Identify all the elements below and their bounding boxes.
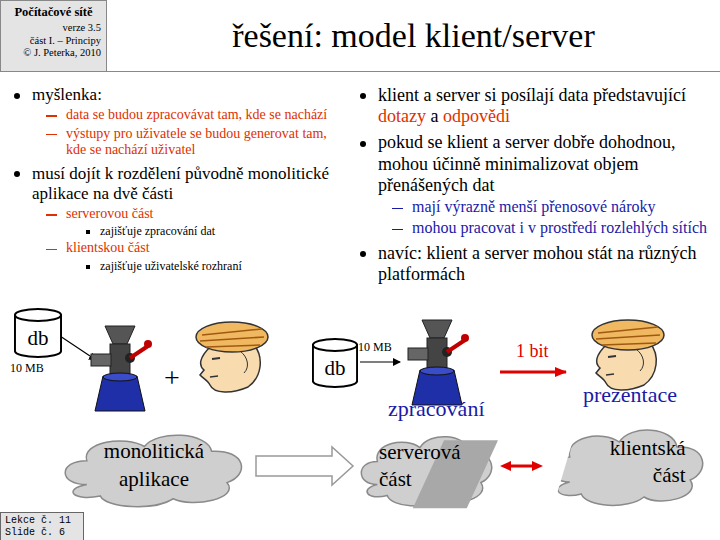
bullet-item: data se budou zpracovávat tam, kde se na…: [8, 107, 350, 124]
bullet-item: výstupy pro uživatele se budou generovat…: [8, 126, 350, 159]
bullet-marker: [86, 230, 90, 234]
bullet-marker: [392, 229, 403, 231]
bullet-text: myšlenka:: [32, 85, 102, 104]
course-header-box: Počítačové sítě verze 3.5část I. – Princi…: [0, 0, 107, 72]
block-arrow-shape: [256, 447, 353, 485]
bullet-column: myšlenka: data se budou zpracovávat tam, …: [8, 80, 350, 273]
bullet-item: mohou pracovat i v prostředí rozlehlých …: [354, 219, 714, 238]
figure-label: 1 bit: [516, 341, 549, 362]
cloud-label: monolitická aplikace: [84, 438, 224, 493]
bullet-item: zajišťuje zpracování dat: [8, 224, 350, 238]
cloud-shape: monolitická aplikace: [58, 418, 250, 513]
bullet-item: myšlenka:: [8, 85, 350, 105]
bullet-marker: [86, 265, 90, 269]
arrow-head: [532, 461, 543, 471]
bullet-text: odpovědi: [443, 106, 510, 126]
cloud-outline: [356, 420, 498, 512]
bullet-marker: [46, 134, 57, 136]
exchange-arrow: [500, 461, 543, 471]
figure-label: +: [164, 362, 180, 394]
database-cylinder: db: [312, 338, 358, 388]
bullet-text: data se budou zpracovávat tam, kde se na…: [66, 107, 327, 122]
cylinder-top: [15, 309, 61, 321]
cloud-label: klientská část: [586, 435, 686, 490]
bullet-item: serverovou část: [8, 206, 350, 223]
bullet-item: mají výrazně menší přenosové nároky: [354, 198, 714, 217]
user-head: [196, 322, 268, 392]
cloud-text: klientská část: [586, 435, 686, 490]
bullet-text: zajišťuje uživatelské rozhraní: [100, 259, 242, 273]
bullet-item: musí dojít k rozdělení původně monolitic…: [8, 164, 350, 204]
bullet-text: a: [430, 106, 438, 126]
database-label: db: [325, 356, 346, 381]
course-meta: verze 3.5: [6, 22, 101, 35]
figure-label: zpracování: [388, 396, 485, 422]
cloud-text: monolitická aplikace: [84, 438, 224, 493]
cloud-body: [551, 430, 702, 505]
database-cylinder: db: [14, 308, 62, 358]
cylinder-top: [313, 339, 357, 351]
bullet-text: mají výrazně menší přenosové nároky: [412, 198, 655, 215]
bullet-marker: [14, 93, 20, 99]
figure-label: 10 MB: [10, 361, 44, 376]
lesson-number: Slide č. 6: [5, 527, 79, 539]
bullet-text: výstupy pro uživatele se budou generovat…: [66, 126, 327, 158]
bullet-text: dotazy: [378, 106, 426, 126]
figure-label: 10 MB: [358, 340, 392, 355]
title-text: řešení: model klient/server: [232, 17, 595, 55]
bullet-text: serverovou část: [66, 206, 153, 221]
cloud-outline: [545, 412, 710, 512]
cloud-outline: [58, 418, 250, 513]
bullet-item: klient a server si posílají data předsta…: [354, 85, 714, 127]
arrow-head: [500, 461, 511, 471]
bullet-text: navíc: klient a server mohou stát na růz…: [378, 243, 696, 284]
bullet-marker: [360, 141, 366, 147]
user-head: [592, 320, 664, 390]
bullet-text: klientskou část: [66, 240, 150, 255]
cloud-body: [65, 435, 241, 507]
bullet-column: klient a server si posílají data předsta…: [354, 80, 714, 285]
slide-title: řešení: model klient/server: [107, 0, 720, 72]
leader-arrow: [360, 361, 400, 362]
cloud-text: serverová část: [379, 439, 469, 494]
processing-machine: [91, 326, 152, 411]
part-cut: [545, 412, 581, 512]
bullet-marker: [14, 171, 20, 177]
transfer-arrow: [500, 371, 566, 374]
processing-machine: [408, 320, 469, 405]
bullet-text: mohou pracovat i v prostředí rozlehlých …: [412, 219, 707, 236]
bullet-text: musí dojít k rozdělení původně monolitic…: [32, 164, 329, 203]
bullet-marker: [46, 115, 57, 117]
bullet-marker: [360, 251, 366, 257]
bullet-item: zajišťuje uživatelské rozhraní: [8, 259, 350, 273]
bullet-item: navíc: klient a server mohou stát na růz…: [354, 243, 714, 285]
lesson-number: Lekce č. 11: [5, 515, 79, 527]
course-meta: © J. Peterka, 2010: [6, 47, 101, 60]
database-label: db: [28, 326, 49, 351]
bullet-item: pokud se klient a server dobře dohodnou,…: [354, 132, 714, 196]
block-arrow: [256, 447, 353, 485]
cloud-shape: klientská část: [545, 412, 710, 512]
bullet-marker: [360, 93, 366, 99]
bullet-text: zajišťuje zpracování dat: [100, 224, 215, 238]
bullet-item: klientskou část: [8, 240, 350, 257]
cloud-label: serverová část: [379, 439, 469, 494]
cloud-shape: serverová část: [356, 420, 498, 512]
bullet-text: pokud se klient a server dobře dohodnou,…: [378, 132, 675, 194]
bullet-marker: [392, 208, 403, 210]
course-name: Počítačové sítě: [6, 5, 101, 20]
course-meta: část I. – Principy: [6, 35, 101, 48]
bullet-marker: [46, 214, 57, 216]
arrow-shaft: [509, 465, 534, 468]
lesson-box: Lekce č. 11Slide č. 6: [0, 512, 84, 540]
bullet-text: klient a server si posílají data předsta…: [378, 85, 686, 105]
figure-label: prezentace: [583, 382, 677, 408]
bullet-marker: [46, 249, 57, 251]
